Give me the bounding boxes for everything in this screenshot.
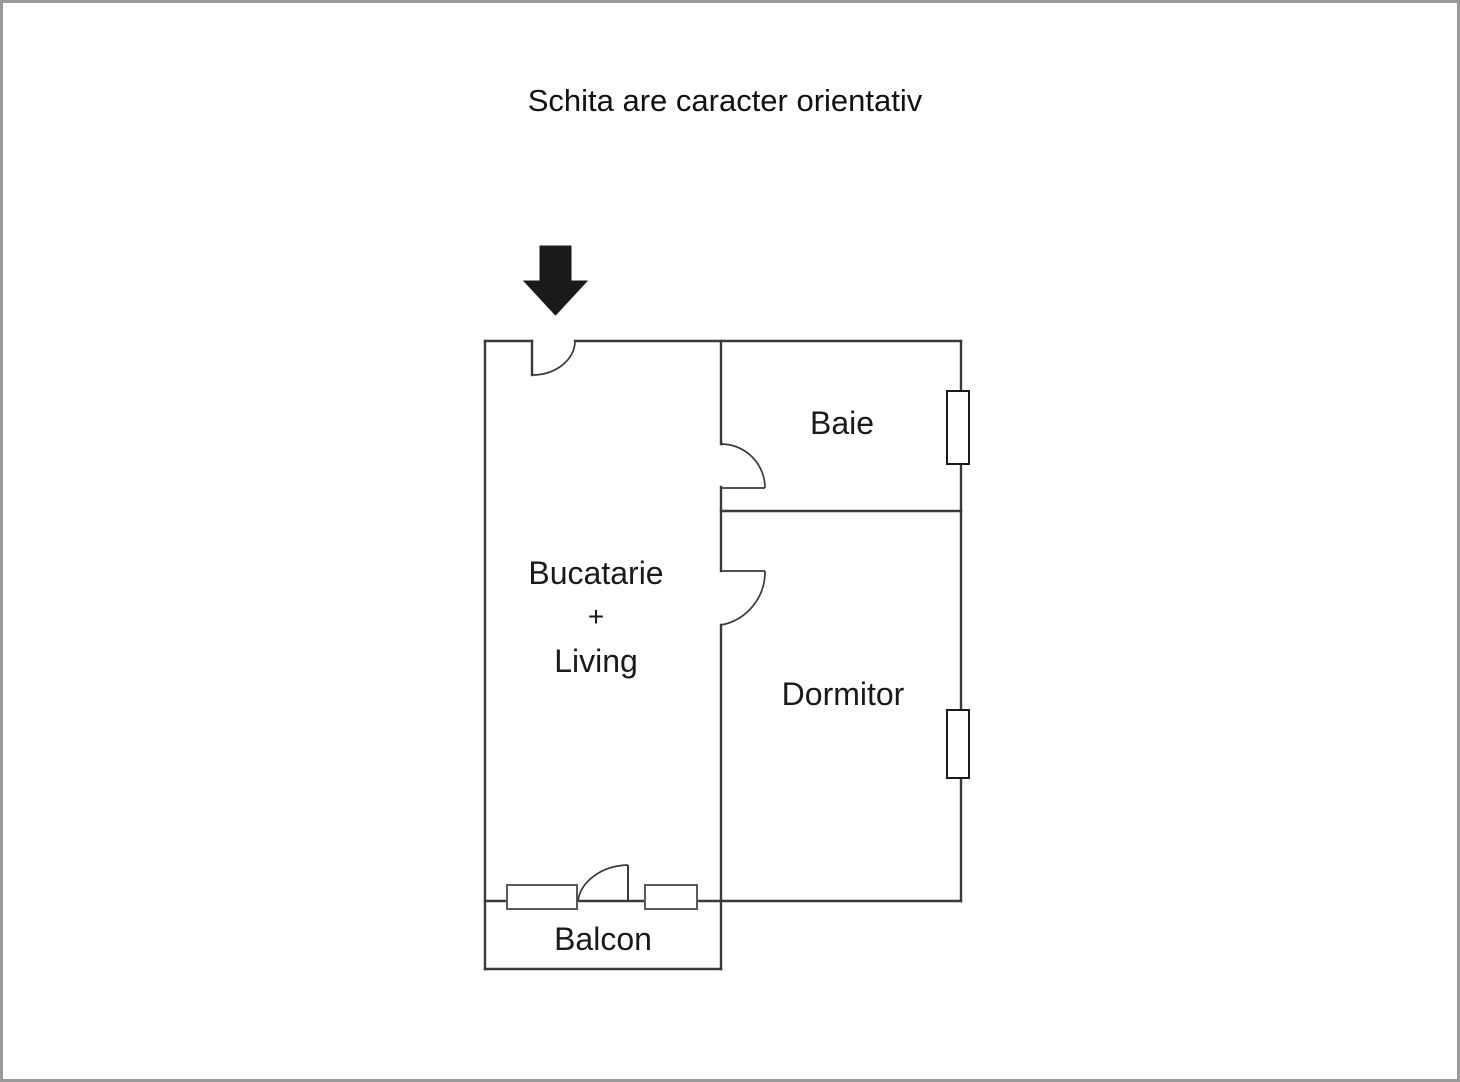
room-label-living: Bucatarie + Living xyxy=(465,551,727,683)
room-label-living-line1: Bucatarie xyxy=(528,555,664,591)
room-outline-dormitor xyxy=(719,509,963,903)
swing-door-balcony xyxy=(577,864,629,902)
swing-door-entrance xyxy=(531,340,576,376)
window-bathroom-east xyxy=(946,390,970,465)
swing-door-bedroom xyxy=(720,570,766,626)
room-label-living-line3: Living xyxy=(554,643,638,679)
room-outline-living xyxy=(483,339,723,903)
page-title: Schita are caracter orientativ xyxy=(527,83,923,118)
window-balcony-right xyxy=(644,884,698,910)
floorplan-drawing xyxy=(483,245,970,971)
plan-title-container: Schita are caracter orientativ xyxy=(465,83,985,119)
window-bedroom-east xyxy=(946,709,970,779)
entrance-arrow-icon xyxy=(522,245,589,316)
room-label-living-plus: + xyxy=(587,601,605,632)
swing-door-bathroom xyxy=(720,442,766,489)
room-label-balcon: Balcon xyxy=(554,921,652,957)
window-balcony-left xyxy=(506,884,578,910)
room-label-baie: Baie xyxy=(809,405,875,441)
room-label-dormitor: Dormitor xyxy=(781,676,905,712)
